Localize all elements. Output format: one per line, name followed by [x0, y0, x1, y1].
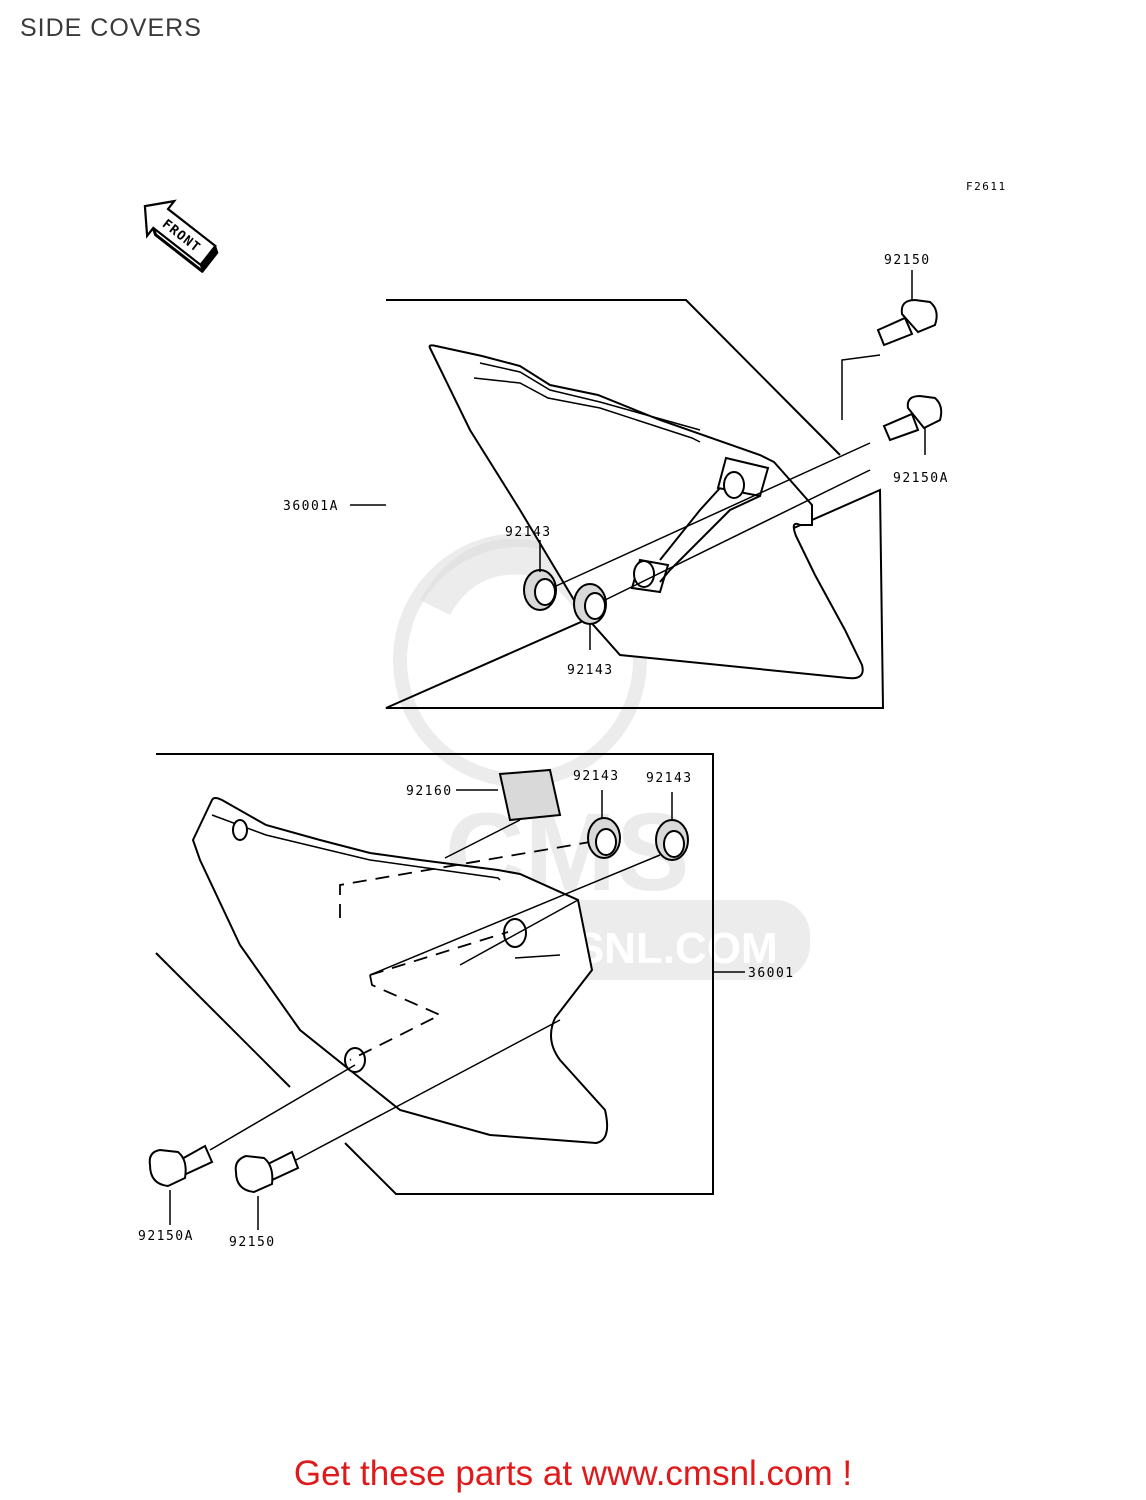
bolt-icon: [882, 394, 943, 442]
lower-grommet-right-label: 92143: [646, 771, 693, 786]
upper-cover-label: 36001A: [283, 499, 339, 514]
page-title: SIDE COVERS: [20, 14, 202, 42]
bolt-icon: [234, 1150, 300, 1194]
upper-grommet-left-label: 92143: [505, 525, 552, 540]
lower-pad-label: 92160: [406, 784, 453, 799]
bolt-icon: [876, 298, 938, 347]
bolt-icon: [148, 1144, 214, 1188]
lower-bolt-left-label: 92150A: [138, 1229, 194, 1244]
upper-bolt-side-label: 92150A: [893, 471, 949, 486]
figure-code: F2611: [966, 180, 1007, 193]
upper-grommet-right-label: 92143: [567, 663, 614, 678]
upper-assembly: 36001A 92150 92150A 92143 92143: [283, 253, 949, 709]
lower-cover-label: 36001: [748, 966, 795, 981]
parts-link[interactable]: Get these parts at www.cmsnl.com !: [293, 1454, 853, 1493]
lower-assembly: 36001 92160 92143 92143 92150A 92150: [138, 753, 795, 1250]
front-arrow-icon: FRONT: [143, 199, 219, 274]
lower-bolt-right-label: 92150: [229, 1235, 276, 1250]
upper-bolt-top-label: 92150: [884, 253, 931, 268]
lower-grommet-left-label: 92143: [573, 769, 620, 784]
